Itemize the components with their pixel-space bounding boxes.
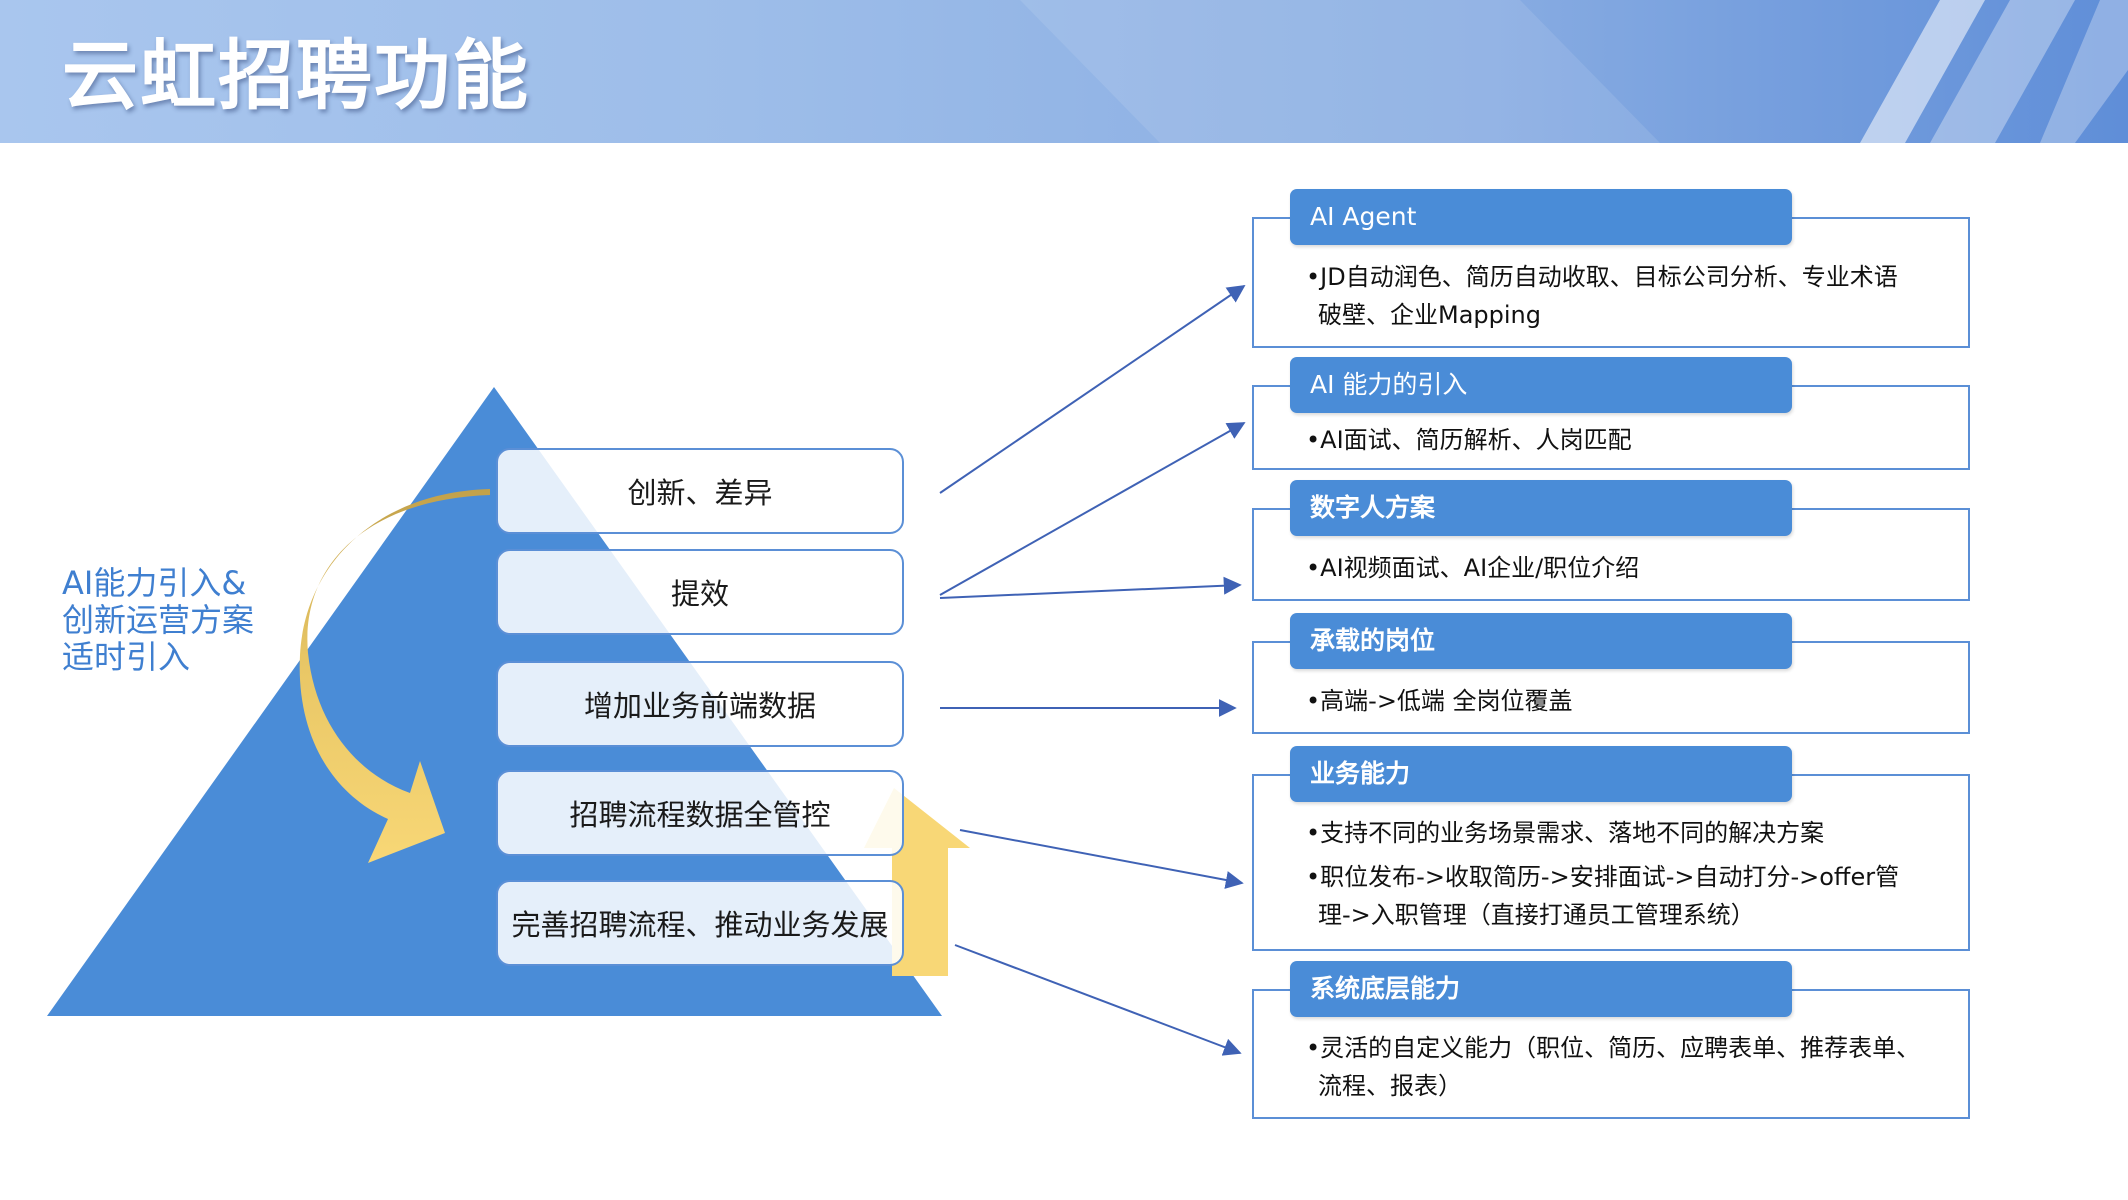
tier-frontend-data: 增加业务前端数据 xyxy=(496,661,904,747)
bullet-line: •AI面试、简历解析、人岗匹配 xyxy=(1306,426,1632,454)
connector-line xyxy=(959,829,1244,889)
bullet-line: 破壁、企业Mapping xyxy=(1318,301,1541,329)
card-business-capability xyxy=(1252,774,1970,951)
bullet-line: •JD自动润色、简历自动收取、目标公司分析、专业术语 xyxy=(1306,263,1898,291)
connector-line xyxy=(954,944,1242,1056)
left-note-line: AI能力引入& xyxy=(62,564,247,602)
bullet-line: •AI视频面试、AI企业/职位介绍 xyxy=(1306,554,1640,582)
card-bullet: •AI面试、简历解析、人岗匹配 xyxy=(1306,421,1956,459)
bullet-line: 流程、报表） xyxy=(1318,1072,1462,1100)
card-title: 数字人方案 xyxy=(1290,480,1792,536)
bullet-line: •高端->低端 全岗位覆盖 xyxy=(1306,687,1573,715)
bullet-line: 理->入职管理（直接打通员工管理系统） xyxy=(1318,901,1755,929)
curved-arrow xyxy=(299,489,490,863)
card-bullet: •JD自动润色、简历自动收取、目标公司分析、专业术语 破壁、企业Mapping xyxy=(1306,258,1956,334)
card-bullet: •高端->低端 全岗位覆盖 xyxy=(1306,682,1956,720)
card-title: AI Agent xyxy=(1290,189,1792,245)
tier-innovation: 创新、差异 xyxy=(496,448,904,534)
connector-line xyxy=(939,422,1246,596)
bullet-line: •支持不同的业务场景需求、落地不同的解决方案 xyxy=(1306,819,1825,847)
card-title: 承载的岗位 xyxy=(1290,613,1792,669)
tier-efficiency: 提效 xyxy=(496,549,904,635)
card-title: AI 能力的引入 xyxy=(1290,357,1792,413)
left-note: AI能力引入& 创新运营方案 适时引入 xyxy=(62,565,254,676)
card-title: 业务能力 xyxy=(1290,746,1792,802)
card-bullet: •支持不同的业务场景需求、落地不同的解决方案 xyxy=(1306,814,1956,852)
card-bullet: •AI视频面试、AI企业/职位介绍 xyxy=(1306,549,1956,587)
connector-line xyxy=(939,576,1242,599)
card-bullet: •灵活的自定义能力（职位、简历、应聘表单、推荐表单、 流程、报表） xyxy=(1306,1029,1956,1105)
banner-decoration xyxy=(1020,0,2128,143)
card-title: 系统底层能力 xyxy=(1290,961,1792,1017)
bullet-line: •灵活的自定义能力（职位、简历、应聘表单、推荐表单、 xyxy=(1306,1034,1921,1062)
bullet-line: •职位发布->收取简历->安排面试->自动打分->offer管 xyxy=(1306,863,1900,891)
tier-process-control: 招聘流程数据全管控 xyxy=(496,770,904,856)
left-note-line: 创新运营方案 xyxy=(62,601,255,639)
connector-line xyxy=(939,284,1246,494)
page-title: 云虹招聘功能 xyxy=(62,31,530,120)
card-bullet: •职位发布->收取简历->安排面试->自动打分->offer管 理->入职管理（… xyxy=(1306,858,1956,934)
left-note-line: 适时引入 xyxy=(62,638,191,676)
pyramid-triangle xyxy=(47,387,942,1016)
header-banner: 云虹招聘功能 xyxy=(0,0,2128,143)
tier-business-development: 完善招聘流程、推动业务发展 xyxy=(496,880,904,966)
